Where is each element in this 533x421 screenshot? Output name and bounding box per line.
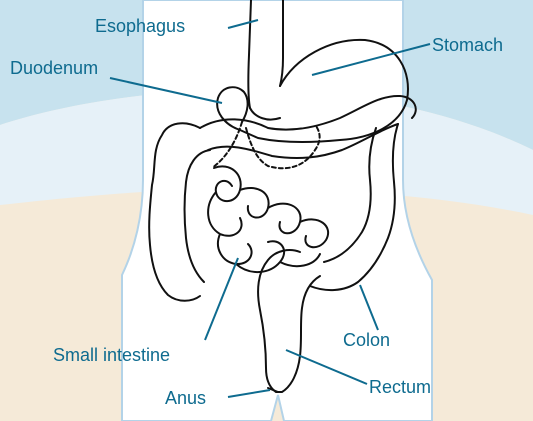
small-intestine-label: Small intestine: [53, 345, 170, 365]
esophagus-label: Esophagus: [95, 16, 185, 36]
duodenum-label: Duodenum: [10, 58, 98, 78]
stomach-label: Stomach: [432, 35, 503, 55]
anus-label: Anus: [165, 388, 206, 408]
rectum-label: Rectum: [369, 377, 431, 397]
colon-label: Colon: [343, 330, 390, 350]
